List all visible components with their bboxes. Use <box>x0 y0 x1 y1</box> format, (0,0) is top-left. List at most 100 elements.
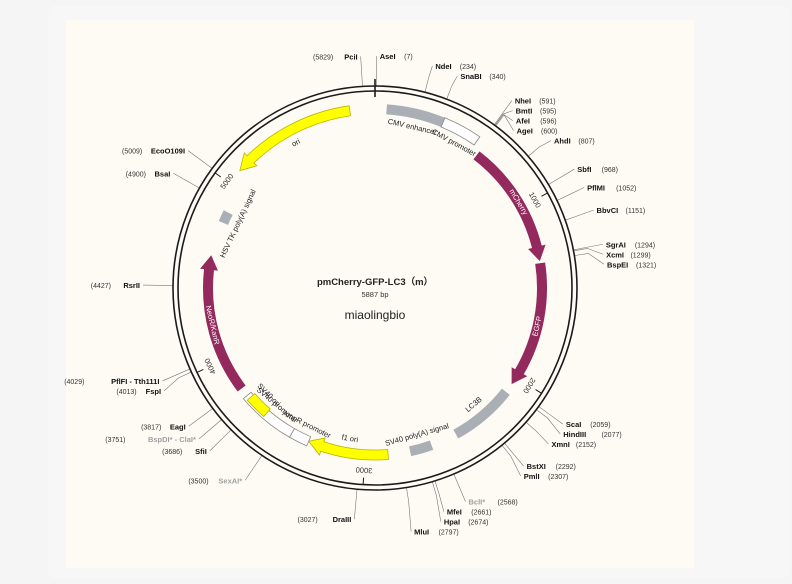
site-leader <box>573 243 603 251</box>
site-mlui[interactable]: MluI(2797) <box>414 528 459 537</box>
feature-neor-kanr[interactable] <box>200 255 246 392</box>
site-name: SgrAI <box>606 240 626 249</box>
site-position: (7) <box>404 54 413 61</box>
feature-sv40-poly-a-signal[interactable] <box>409 440 434 457</box>
site-leader <box>360 56 363 87</box>
site-name: XcmI <box>606 250 624 259</box>
site-name: AgeI <box>517 127 533 136</box>
site-position: (4900) <box>126 171 146 178</box>
site-snabi[interactable]: SnaBI (340) <box>460 72 505 81</box>
feature-cmv-promoter[interactable] <box>440 117 481 146</box>
site-pmli[interactable]: PmlI(2307) <box>524 472 569 481</box>
tick-label: 1000 <box>527 190 543 209</box>
site-pcii[interactable]: PciI(5829) <box>313 52 358 61</box>
site-hpai[interactable]: HpaI(2674) <box>444 518 489 527</box>
site-leader <box>354 489 358 520</box>
site-leader <box>556 187 585 201</box>
site-bstxi[interactable]: BstXI (2292) <box>527 462 576 471</box>
site-position: (807) <box>578 139 594 146</box>
site-name: EcoO109I <box>151 147 185 156</box>
site-asei[interactable]: AseI(7) <box>380 52 413 61</box>
site-bspdi-clai[interactable]: BspDI* - ClaI*(3751) <box>105 435 196 444</box>
site-name: SbfI <box>577 165 591 174</box>
feature-label-hsv-tk-poly-a-signal: HSV TK poly(A) signal <box>218 188 258 260</box>
site-rsrii[interactable]: RsrII(4427) <box>91 281 140 290</box>
site-name: BstXI <box>527 462 546 471</box>
site-position: (3751) <box>105 437 125 444</box>
site-name: NheI <box>515 97 531 106</box>
site-pflfi-tth111i[interactable]: PflFI - Tth111I(4029) <box>64 377 159 386</box>
site-position: (2077) <box>601 432 621 439</box>
site-sbfi[interactable]: SbfI(968) <box>577 165 618 174</box>
site-scai[interactable]: ScaI(2059) <box>566 420 611 429</box>
site-pflmi[interactable]: PflMI(1052) <box>587 184 636 193</box>
site-position: (3500) <box>188 478 208 485</box>
site-position: (600) <box>541 129 557 136</box>
site-position: (596) <box>540 119 556 126</box>
site-name: EagI <box>170 422 186 431</box>
site-xmni[interactable]: XmnI(2152) <box>551 440 596 449</box>
site-name: SnaBI <box>460 72 481 81</box>
site-sexai[interactable]: SexAI*(3500) <box>188 476 242 485</box>
site-name: XmnI <box>551 440 569 449</box>
site-position: (3686) <box>162 449 182 456</box>
site-name: ScaI <box>566 420 581 429</box>
site-position: (3817) <box>141 424 161 431</box>
site-bspei[interactable]: BspEI(1321) <box>607 260 656 269</box>
site-position: (595) <box>540 109 556 116</box>
site-bmti[interactable]: BmtI (595) <box>516 107 557 116</box>
site-name: DraIII <box>333 515 352 524</box>
site-ndei[interactable]: NdeI(234) <box>435 62 476 71</box>
site-afei[interactable]: AfeI(596) <box>516 117 557 126</box>
site-position: (1151) <box>626 208 646 215</box>
site-leader <box>574 253 605 265</box>
site-bsai[interactable]: BsaI (4900) <box>126 169 171 178</box>
site-bbvci[interactable]: BbvCI(1151) <box>597 206 646 215</box>
tick-mark <box>535 389 542 394</box>
site-agei[interactable]: AgeI (600) <box>517 127 558 136</box>
site-leader <box>538 406 564 425</box>
site-sfii[interactable]: SfiI(3686) <box>162 447 207 456</box>
site-name: HpaI <box>444 518 460 527</box>
site-mfei[interactable]: MfeI(2661) <box>447 508 492 517</box>
site-position: (2292) <box>556 464 576 471</box>
feature-cmv-enhancer[interactable] <box>386 104 445 128</box>
site-ahdi[interactable]: AhdI(807) <box>554 137 595 146</box>
site-position: (234) <box>460 64 476 71</box>
site-xcmi[interactable]: XcmI(1299) <box>606 250 651 259</box>
site-position: (340) <box>489 74 505 81</box>
site-bcli[interactable]: BclI*(2568) <box>469 498 518 507</box>
site-ecoo109i[interactable]: EcoO109I (5009) <box>122 147 185 156</box>
site-leader <box>187 150 213 169</box>
site-name: BmtI <box>516 107 533 116</box>
site-draiii[interactable]: DraIII(3027) <box>298 515 352 524</box>
site-position: (5009) <box>122 149 142 156</box>
site-name: BsaI <box>155 169 171 178</box>
site-nhei[interactable]: NheI(591) <box>515 97 556 106</box>
site-leader <box>173 172 200 189</box>
feature-sv40-ori[interactable] <box>246 393 271 418</box>
plasmid-length: 5887 bp <box>361 290 388 299</box>
site-name: FspI <box>146 387 161 396</box>
tick-mark <box>214 172 222 178</box>
feature-lc3b[interactable] <box>453 388 510 439</box>
feature-mcherry[interactable] <box>473 151 546 262</box>
site-hindiii[interactable]: HindIII(2077) <box>563 430 621 439</box>
site-sgrai[interactable]: SgrAI(1294) <box>606 240 655 249</box>
feature-ori[interactable] <box>239 105 352 172</box>
site-name: PciI <box>344 52 357 61</box>
feature-f1-ori[interactable] <box>307 437 389 461</box>
site-name: PflMI <box>587 184 605 193</box>
site-leader <box>504 442 524 467</box>
site-name: PflFI - Tth111I <box>111 377 159 386</box>
feature-egfp[interactable] <box>511 262 547 385</box>
site-fspi[interactable]: FspI(4013) <box>116 387 161 396</box>
feature-label-f1-ori: f1 ori <box>341 433 359 445</box>
site-leader <box>446 75 458 100</box>
site-eagi[interactable]: EagI (3817) <box>141 422 186 431</box>
tick-label: 2000 <box>521 376 538 395</box>
tick-label: 4000 <box>202 357 217 376</box>
feature-hsv-tk-poly-a-signal[interactable] <box>218 210 233 225</box>
